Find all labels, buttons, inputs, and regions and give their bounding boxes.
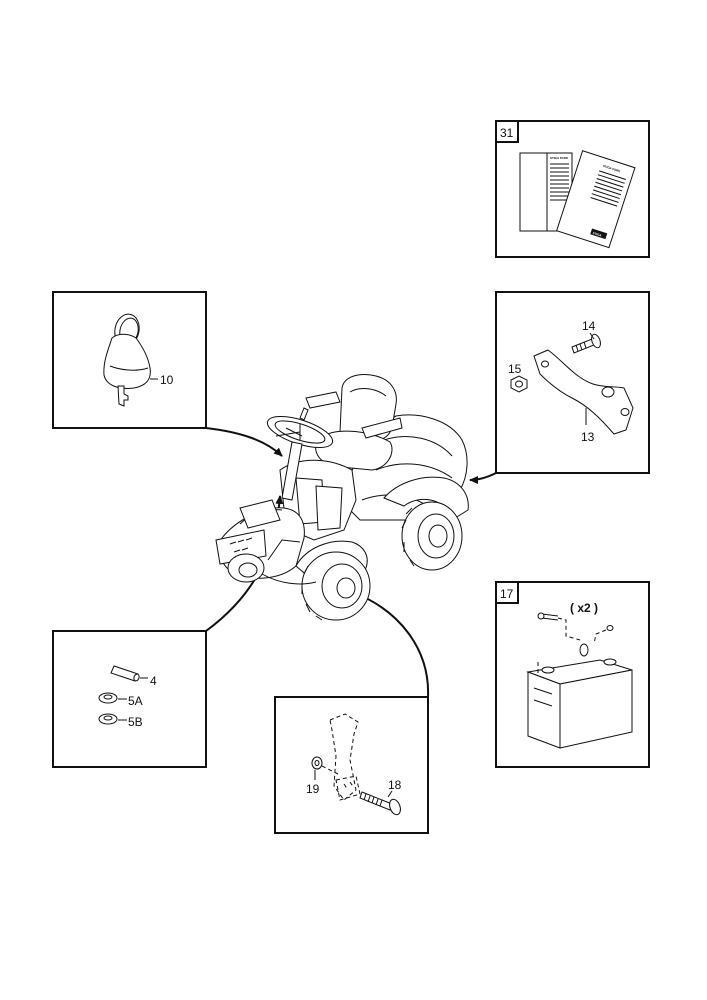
manual-callout[interactable]: 31 STIGA PARK STIGA PARK (495, 120, 650, 258)
nut-part-label: 15 (508, 362, 522, 376)
pedal-bolt-icon (359, 791, 401, 816)
left-armrest (305, 391, 341, 409)
pedal-washer-icon (311, 756, 323, 770)
dashboard-panel (239, 499, 281, 529)
battery-callout-frame (495, 581, 650, 768)
pin-part-label: 4 (150, 674, 157, 688)
ride-on-mower-illustration[interactable] (215, 374, 469, 621)
battery-screw-icon (537, 612, 614, 631)
battery-number-label: 17 (500, 587, 514, 601)
manual-booklet-title: STIGA PARK (550, 156, 569, 160)
key-callout[interactable]: 10 (52, 291, 207, 429)
nut-icon (510, 375, 528, 393)
battery-quantity-label: ( x2 ) (570, 601, 598, 615)
bracket-callout[interactable]: 14 15 13 (495, 291, 650, 474)
bracket-callout-frame (495, 291, 650, 474)
manual-booklet-title-2: STIGA PARK (602, 164, 621, 174)
front-right-wheel (301, 551, 371, 621)
nut-path-line (593, 629, 607, 645)
key-callout-frame (52, 291, 207, 429)
washer-a-icon (98, 692, 118, 704)
bracket-leader-arrow (469, 472, 497, 484)
seat (305, 374, 403, 471)
washer-b-part-label: 5B (128, 715, 143, 729)
pedal-callout-frame (274, 696, 429, 834)
bolt-icon (571, 333, 601, 354)
pedal-washer-part-label: 19 (306, 782, 320, 796)
front-left-wheel (227, 553, 265, 583)
steering-column (281, 441, 303, 501)
battery-number-box (495, 581, 519, 604)
pedal-arm-icon (329, 713, 361, 801)
pedal-bolt-part-label: 18 (388, 778, 402, 792)
ignition-key-icon (103, 313, 151, 407)
pedal-leader-arrow (351, 591, 430, 698)
key-part-label: 10 (160, 373, 174, 387)
bracket-icon (533, 349, 634, 435)
rear-wheel (401, 501, 463, 571)
manual-booklet-back: STIGA PARK STIGA (556, 150, 636, 249)
pins-callout-frame (52, 630, 207, 768)
key-leader-arrow (205, 427, 283, 457)
washer-b-icon (98, 713, 118, 725)
screw-path-line (557, 617, 581, 641)
manual-number-box (495, 120, 519, 143)
manual-brand-logo: STIGA (592, 231, 603, 238)
manual-callout-frame (495, 120, 650, 258)
bolt-part-label: 14 (582, 319, 596, 333)
manual-number-label: 31 (500, 126, 514, 140)
washer-a-part-label: 5A (128, 694, 143, 708)
right-armrest (361, 417, 403, 439)
steering-wheel (266, 407, 334, 501)
pedal-callout[interactable]: 18 19 (274, 696, 429, 834)
battery-icon (526, 643, 633, 749)
pins-callout[interactable]: 4 5A 5B (52, 630, 207, 768)
bracket-part-label: 13 (581, 430, 595, 444)
pin-icon (110, 665, 140, 682)
battery-callout[interactable]: 17 ( x2 ) (495, 581, 650, 768)
